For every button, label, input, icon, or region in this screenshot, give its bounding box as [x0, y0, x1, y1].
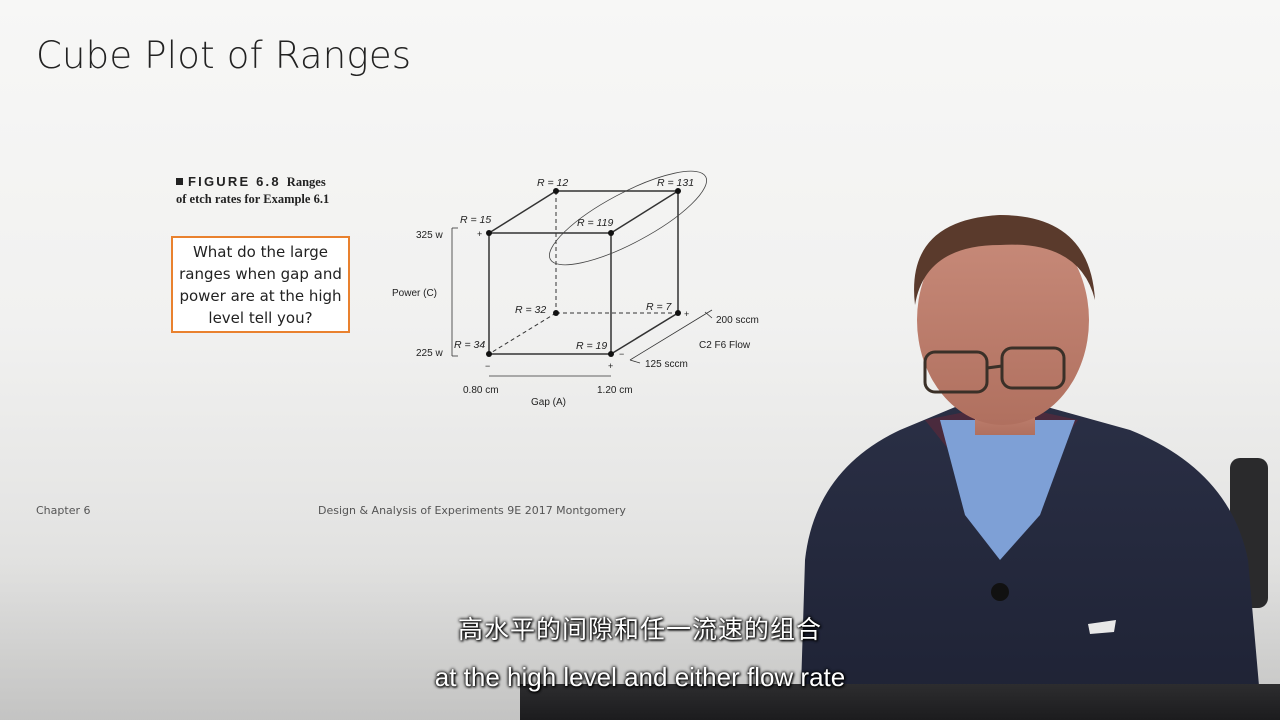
vertex-front-left-bottom: [486, 351, 492, 357]
figure-caption: FIGURE 6.8 Ranges of etch rates for Examp…: [176, 173, 376, 208]
subtitle-chinese: 高水平的间隙和任一流速的组合: [457, 615, 822, 644]
range-label: R = 15: [460, 214, 491, 226]
presenter-hair: [914, 215, 1095, 305]
power-high-label: 325 w: [416, 230, 443, 241]
vertex-front-left-top: [486, 230, 492, 236]
flow-axis-label: C2 F6 Flow: [699, 340, 751, 351]
gap-low-label: 0.80 cm: [463, 385, 499, 396]
gap-axis-label: Gap (A): [531, 397, 566, 408]
range-label: R = 19: [576, 340, 607, 352]
power-axis-label: Power (C): [392, 288, 437, 299]
vertex-front-right-top: [608, 230, 614, 236]
footer-book-title: Design & Analysis of Experiments 9E 2017…: [318, 504, 626, 517]
glasses-left-lens: [923, 350, 989, 394]
flow-low-label: 125 sccm: [645, 359, 688, 370]
range-label: R = 34: [454, 339, 485, 351]
presenter-head: [917, 215, 1089, 425]
presenter-shirt: [940, 420, 1075, 560]
subtitle-english: at the high level and either flow rate: [434, 662, 846, 692]
vertex-back-right-top: [675, 188, 681, 194]
range-label: R = 12: [537, 177, 568, 189]
cube-vertices: [486, 188, 681, 357]
footer-chapter: Chapter 6: [36, 504, 91, 517]
power-low-label: 225 w: [416, 348, 443, 359]
flow-minus-sign: −: [619, 349, 624, 359]
power-plus-sign: +: [477, 229, 482, 239]
highlight-ellipse: [549, 170, 707, 266]
lapel-microphone: [991, 583, 1009, 601]
desk-surface: [520, 684, 1280, 720]
range-label: R = 7: [646, 301, 673, 313]
vertex-front-right-bottom: [608, 351, 614, 357]
range-label: R = 32: [515, 304, 546, 316]
range-label: R = 119: [577, 217, 613, 229]
glasses-right-lens: [1000, 346, 1066, 390]
gap-plus-sign: +: [608, 361, 613, 371]
slide-title: Cube Plot of Ranges: [36, 34, 412, 77]
vertex-back-left-top: [553, 188, 559, 194]
question-text: What do the large ranges when gap and po…: [179, 242, 342, 327]
gap-high-label: 1.20 cm: [597, 385, 633, 396]
flow-axis-bracket: [629, 309, 713, 364]
figure-caption-line1: Ranges: [286, 175, 326, 189]
flow-plus-sign: +: [684, 309, 689, 319]
hidden-edges: [488, 191, 678, 355]
caption-bullet-icon: [176, 178, 183, 185]
presenter-sweater: [800, 405, 1262, 720]
range-label: R = 131: [657, 177, 694, 189]
range-labels: R = 12 R = 131 R = 15 R = 119 R = 32 R =…: [454, 177, 694, 352]
power-axis-bracket: [451, 227, 458, 357]
sweater-logo: [1088, 620, 1116, 634]
flow-high-label: 200 sccm: [716, 315, 759, 326]
figure-caption-line2: of etch rates for Example 6.1: [176, 192, 330, 206]
question-box: What do the large ranges when gap and po…: [171, 236, 350, 333]
vertex-back-left-bottom: [553, 310, 559, 316]
vertex-back-right-bottom: [675, 310, 681, 316]
gap-minus-sign: −: [485, 361, 490, 371]
figure-number: FIGURE 6.8: [188, 174, 281, 189]
